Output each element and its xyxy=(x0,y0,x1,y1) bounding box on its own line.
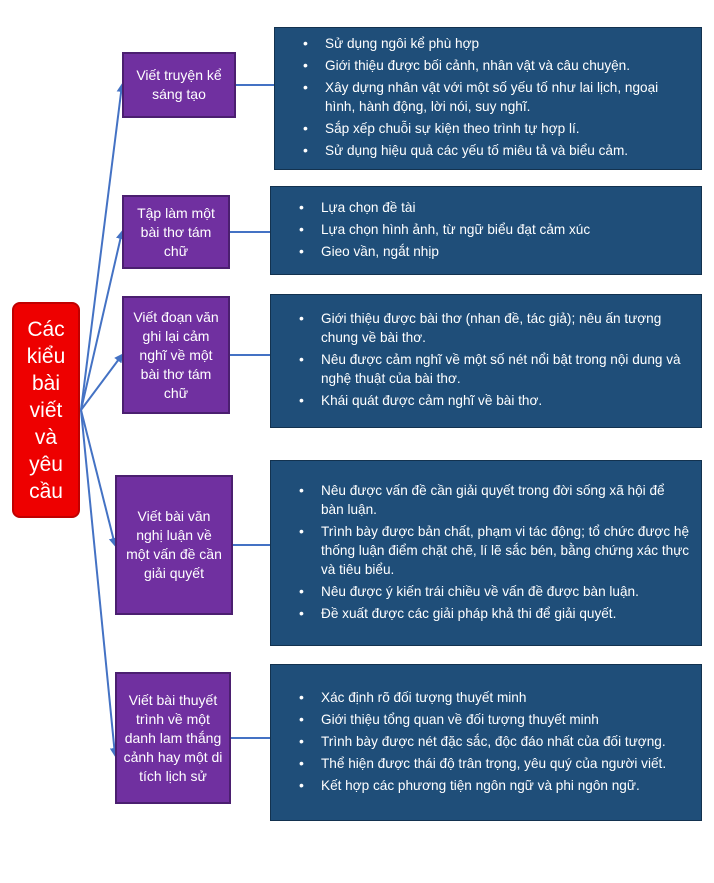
requirement-item: Nêu được vấn đề cần giải quyết trong đời… xyxy=(299,481,691,519)
requirements-box-1: Sử dụng ngôi kể phù hợp Giới thiệu được … xyxy=(274,27,702,170)
requirement-item: Trình bày được bản chất, phạm vi tác độn… xyxy=(299,522,691,579)
requirements-box-4: Nêu được vấn đề cần giải quyết trong đời… xyxy=(270,460,702,646)
requirements-list: Lựa chọn đề tài Lựa chọn hình ảnh, từ ng… xyxy=(271,198,600,264)
category-links xyxy=(230,84,274,739)
requirement-item: Lựa chọn đề tài xyxy=(299,198,590,217)
requirement-item: Kết hợp các phương tiện ngôn ngữ và phi … xyxy=(299,776,666,795)
requirements-list: Giới thiệu được bài thơ (nhan đề, tác gi… xyxy=(271,309,701,413)
requirement-item: Giới thiệu được bối cảnh, nhân vật và câ… xyxy=(303,56,691,75)
requirements-list: Xác định rõ đối tượng thuyết minh Giới t… xyxy=(271,688,676,798)
requirement-item: Sử dụng ngôi kể phù hợp xyxy=(303,34,691,53)
branch-arrow-1 xyxy=(80,83,126,411)
category-node-4: Viết bài văn nghị luận về một vấn đề cần… xyxy=(115,475,233,615)
category-label: Tập làm một bài thơ tám chữ xyxy=(137,204,215,259)
requirements-list: Sử dụng ngôi kể phù hợp Giới thiệu được … xyxy=(275,34,701,163)
category-node-2: Tập làm một bài thơ tám chữ xyxy=(122,195,230,269)
category-label: Viết bài thuyết trình về một danh lam th… xyxy=(123,691,223,784)
requirements-box-3: Giới thiệu được bài thơ (nhan đề, tác gi… xyxy=(270,294,702,428)
category-node-5: Viết bài thuyết trình về một danh lam th… xyxy=(115,672,231,804)
branch-arrows xyxy=(80,83,126,757)
branch-arrow-4 xyxy=(80,409,118,547)
requirement-item: Sử dụng hiệu quả các yếu tố miêu tả và b… xyxy=(303,141,691,160)
requirement-item: Xây dựng nhân vật với một số yếu tố như … xyxy=(303,78,691,116)
requirements-list: Nêu được vấn đề cần giải quyết trong đời… xyxy=(271,481,701,626)
requirement-item: Nêu được ý kiến trái chiều về vấn đề đượ… xyxy=(299,582,691,601)
requirement-item: Thể hiện được thái độ trân trọng, yêu qu… xyxy=(299,754,666,773)
requirement-item: Đề xuất được các giải pháp khả thi để gi… xyxy=(299,604,691,623)
requirement-item: Khái quát được cảm nghĩ về bài thơ. xyxy=(299,391,691,410)
requirement-item: Sắp xếp chuỗi sự kiện theo trình tự hợp … xyxy=(303,119,691,138)
requirements-box-2: Lựa chọn đề tài Lựa chọn hình ảnh, từ ng… xyxy=(270,186,702,275)
requirement-item: Giới thiệu tổng quan về đối tượng thuyết… xyxy=(299,710,666,729)
root-label: Các kiểu bài viết và yêu cầu xyxy=(26,317,66,503)
requirement-item: Nêu được cảm nghĩ về một số nét nổi bật … xyxy=(299,350,691,388)
category-node-3: Viết đoạn văn ghi lại cảm nghĩ về một bà… xyxy=(122,296,230,414)
category-label: Viết truyện kể sáng tạo xyxy=(136,67,222,102)
requirement-item: Trình bày được nét đặc sắc, độc đáo nhất… xyxy=(299,732,666,751)
category-node-1: Viết truyện kể sáng tạo xyxy=(122,52,236,118)
requirements-box-5: Xác định rõ đối tượng thuyết minh Giới t… xyxy=(270,664,702,821)
category-label: Viết bài văn nghị luận về một vấn đề cần… xyxy=(126,508,222,581)
category-label: Viết đoạn văn ghi lại cảm nghĩ về một bà… xyxy=(133,308,219,401)
branch-arrow-5 xyxy=(80,409,119,757)
root-node: Các kiểu bài viết và yêu cầu xyxy=(12,302,80,518)
requirement-item: Lựa chọn hình ảnh, từ ngữ biểu đạt cảm x… xyxy=(299,220,590,239)
requirement-item: Giới thiệu được bài thơ (nhan đề, tác gi… xyxy=(299,309,691,347)
requirement-item: Gieo vần, ngắt nhịp xyxy=(299,242,590,261)
branch-arrow-2 xyxy=(80,230,125,411)
branch-arrow-3 xyxy=(80,353,124,411)
requirement-item: Xác định rõ đối tượng thuyết minh xyxy=(299,688,666,707)
